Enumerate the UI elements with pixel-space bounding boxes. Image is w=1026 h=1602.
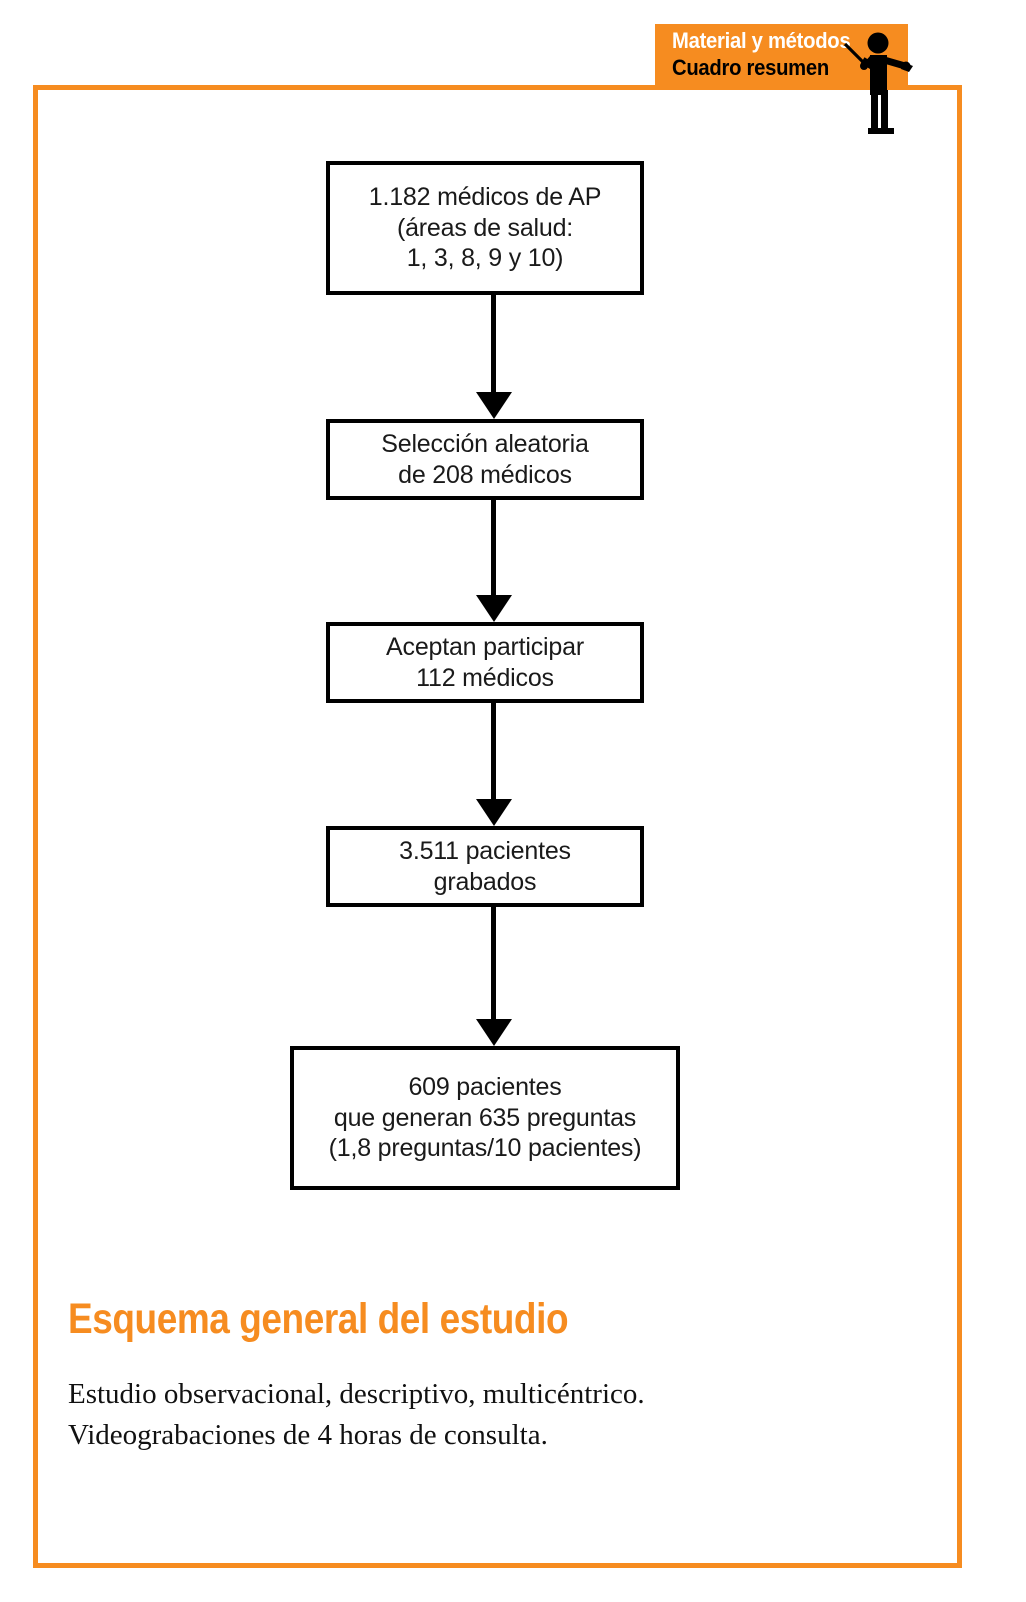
arrow-shaft — [491, 295, 496, 392]
flow-arrow-2-to-3 — [476, 703, 512, 826]
arrow-head-icon — [476, 1019, 512, 1046]
header-banner-line-2: Cuadro resumen — [672, 55, 829, 80]
flow-node-2: Aceptan participar 112 médicos — [326, 622, 644, 703]
flow-node-3-label: 3.511 pacientes grabados — [399, 837, 571, 896]
arrow-shaft — [491, 703, 496, 799]
header-banner: Material y métodos Cuadro resumen — [655, 24, 908, 88]
caption-title: Esquema general del estudio — [68, 1295, 569, 1343]
header-banner-line-1: Material y métodos — [672, 28, 851, 53]
arrow-shaft — [491, 500, 496, 595]
flow-node-3: 3.511 pacientes grabados — [326, 826, 644, 907]
arrow-head-icon — [476, 595, 512, 622]
caption-body: Estudio observacional, descriptivo, mult… — [68, 1378, 645, 1452]
arrow-head-icon — [476, 392, 512, 419]
flow-node-1-label: Selección aleatoria de 208 médicos — [381, 430, 589, 489]
arrow-shaft — [491, 907, 496, 1019]
page-frame-border — [33, 85, 962, 1568]
flow-node-2-label: Aceptan participar 112 médicos — [386, 633, 584, 692]
flow-arrow-1-to-2 — [476, 500, 512, 622]
flow-arrow-3-to-4 — [476, 907, 512, 1046]
flow-node-0: 1.182 médicos de AP (áreas de salud: 1, … — [326, 161, 644, 295]
flow-node-0-label: 1.182 médicos de AP (áreas de salud: 1, … — [368, 183, 602, 273]
presenter-with-pointer-icon — [843, 32, 913, 134]
arrow-head-icon — [476, 799, 512, 826]
flow-node-1: Selección aleatoria de 208 médicos — [326, 419, 644, 500]
flow-node-4-label: 609 pacientes que generan 635 preguntas … — [328, 1073, 642, 1163]
flow-arrow-0-to-1 — [476, 295, 512, 419]
flow-node-4: 609 pacientes que generan 635 preguntas … — [290, 1046, 680, 1190]
